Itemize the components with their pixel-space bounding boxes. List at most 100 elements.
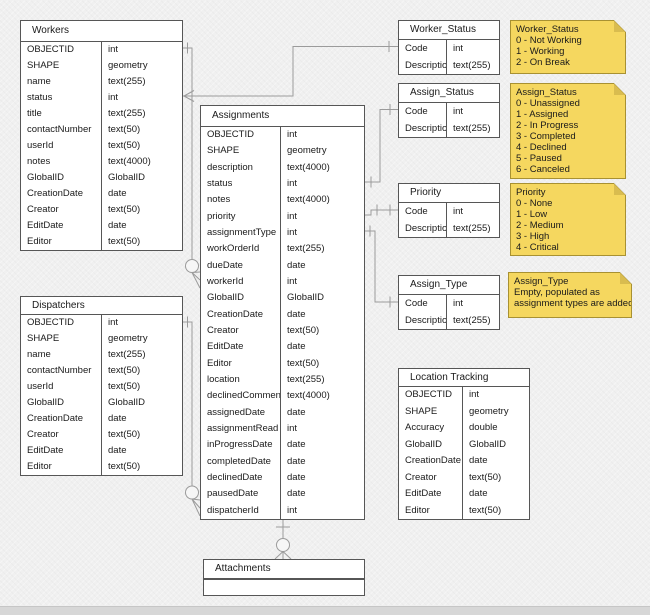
field-name: SHAPE [399, 403, 463, 420]
table-assign-status[interactable]: Assign_StatusCodeintDescriptiontext(255) [398, 83, 500, 138]
field-name: Editor [21, 234, 102, 250]
connector-assignments-status-assign-status[interactable] [365, 104, 398, 188]
field-type: int [287, 422, 298, 434]
field-name: Code [399, 295, 447, 312]
field-type: date [469, 488, 488, 499]
table-attachments[interactable]: Attachments [203, 559, 365, 596]
field-type: date [287, 455, 306, 467]
field-type: text(255) [453, 60, 491, 71]
field-type: text(50) [108, 140, 141, 151]
table-priority[interactable]: PriorityCodeintDescriptiontext(255) [398, 183, 500, 238]
field-type: geometry [469, 405, 509, 417]
note-line: 2 - Medium [516, 220, 564, 231]
field-type: text(50) [108, 236, 141, 247]
table-title: Workers [21, 21, 182, 42]
field-type: text(255) [453, 315, 491, 326]
connector-assignments-priority-priority[interactable] [365, 205, 398, 216]
field-type: text(255) [453, 123, 491, 134]
field-name: priority [201, 208, 281, 225]
connector-workers-status-worker-status[interactable] [183, 41, 398, 102]
field-name: assignmentRead [201, 420, 281, 438]
field-name: SHAPE [21, 58, 102, 74]
field-type: text(50) [108, 381, 141, 392]
field-type: text(255) [287, 243, 325, 255]
table-assign-type[interactable]: Assign_TypeCodeintDescriptiontext(255) [398, 275, 500, 330]
field-name: status [21, 90, 102, 106]
note-fold-corner-icon [614, 84, 625, 95]
table-title: Assign_Type [399, 276, 499, 295]
field-name: Creator [21, 427, 102, 443]
field-type: int [287, 504, 298, 516]
note-fold-corner-icon [614, 184, 625, 195]
note-line: 4 - Critical [516, 242, 559, 253]
field-name: GlobalID [201, 290, 281, 307]
field-name: workOrderId [201, 241, 281, 258]
field-name: Editor [21, 459, 102, 475]
field-type: GlobalID [108, 172, 145, 183]
field-name: completedDate [201, 453, 281, 470]
table-title: Location Tracking [399, 369, 529, 387]
table-title: Attachments [204, 560, 364, 579]
field-name: SHAPE [21, 331, 102, 347]
field-row: Descriptiontext(255) [399, 120, 499, 137]
note-line: assignment types are added [514, 298, 634, 309]
field-type: GlobalID [108, 397, 145, 408]
connector-assignments-attachments[interactable] [275, 517, 291, 559]
field-name: Creator [21, 202, 102, 218]
note-line: 1 - Working [516, 46, 565, 57]
field-type: int [108, 92, 119, 103]
horizontal-scrollbar[interactable] [0, 606, 650, 615]
field-name: Description [399, 220, 447, 237]
note-line: Empty, populated as [514, 287, 600, 298]
field-name: name [21, 74, 102, 90]
field-type: geometry [287, 145, 327, 157]
field-name: declinedComment [201, 388, 281, 405]
field-name: EditDate [21, 218, 102, 234]
note-line: 4 - Declined [516, 142, 567, 153]
field-type: text(255) [108, 76, 146, 87]
field-type: int [287, 275, 298, 287]
field-type: text(255) [287, 373, 325, 385]
field-type: int [108, 317, 119, 328]
table-worker-status[interactable]: Worker_StatusCodeintDescriptiontext(255) [398, 20, 500, 75]
field-name: name [21, 347, 102, 363]
field-type: int [108, 44, 119, 55]
field-type: text(50) [108, 365, 141, 376]
connector-assignments-assignmenttype-assign-type[interactable] [365, 226, 398, 308]
connector-workers-assignments-workerid[interactable] [183, 43, 200, 289]
field-name: Description [399, 312, 447, 329]
connector-dispatchers-assignments-dispatcherid[interactable] [183, 317, 200, 517]
field-type: date [287, 488, 306, 500]
note-line: 3 - High [516, 231, 550, 242]
field-type: int [287, 177, 298, 189]
note-line: 0 - None [516, 198, 553, 209]
field-name: assignedDate [201, 404, 281, 421]
field-row: workOrderId text(255) [201, 241, 364, 258]
note-line: 2 - In Progress [516, 120, 579, 131]
note-line: 0 - Not Working [516, 35, 582, 46]
